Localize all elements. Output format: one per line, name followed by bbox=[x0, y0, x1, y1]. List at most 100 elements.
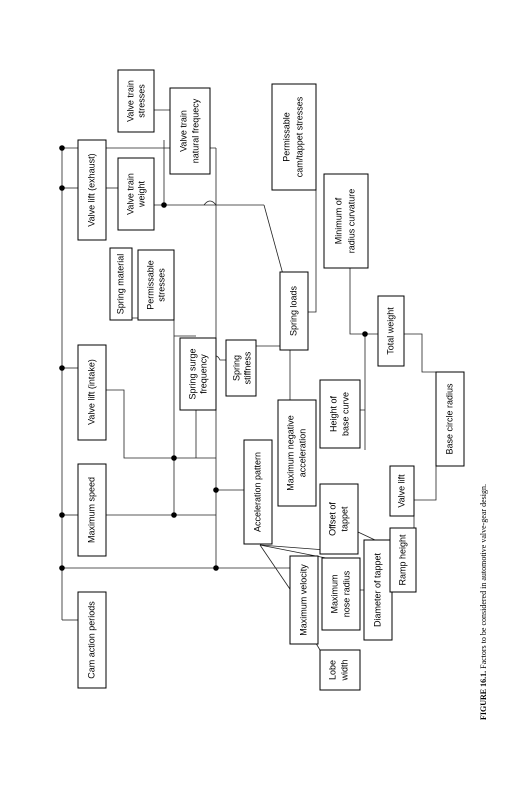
junction-dot bbox=[213, 487, 219, 493]
edge-total-weight-to-base-circle bbox=[404, 333, 436, 373]
box bbox=[279, 271, 309, 351]
junction-dot bbox=[161, 202, 167, 208]
node-valve-lift-exhaust: Valve lift (exhaust) bbox=[77, 139, 107, 241]
junction-dot bbox=[59, 145, 65, 151]
node-maximum-speed: Maximum speed bbox=[77, 463, 107, 557]
junction-dot bbox=[59, 365, 65, 371]
box bbox=[389, 527, 417, 593]
node-label: stresses bbox=[156, 268, 166, 302]
node-permissable-cam-tappet-stresses: Permissable cam/tappet stresses bbox=[271, 83, 317, 191]
node-label: base curve bbox=[340, 392, 350, 436]
box bbox=[363, 539, 393, 641]
box bbox=[169, 87, 211, 175]
junction-dot bbox=[59, 512, 65, 518]
box bbox=[323, 173, 369, 269]
node-label: Base circle radius bbox=[444, 383, 454, 455]
node-permissable-stresses: Permissable stresses bbox=[137, 249, 175, 321]
node-label: cam/tappet stresses bbox=[294, 96, 304, 177]
node-label: frequency bbox=[198, 354, 208, 394]
node-valve-lift: Valve lift bbox=[389, 465, 415, 517]
box bbox=[117, 69, 155, 133]
node-maximum-negative-acceleration: Maximum negative acceleration bbox=[277, 399, 317, 507]
box bbox=[77, 591, 107, 689]
node-valve-train-weight: Valve train weight bbox=[117, 157, 155, 231]
edge-spring-loads-to-cam-stresses bbox=[307, 190, 317, 313]
junction-dot bbox=[362, 331, 368, 337]
node-label: width bbox=[339, 659, 349, 681]
box bbox=[179, 337, 217, 411]
node-label: Offset of bbox=[327, 502, 337, 536]
node-lobe-width: Lobe width bbox=[319, 649, 361, 691]
node-maximum-nose-radius: Maximum nose radius bbox=[321, 557, 361, 631]
box bbox=[435, 371, 465, 467]
node-label: Spring surge bbox=[187, 348, 197, 399]
node-label: Valve train bbox=[125, 80, 135, 122]
node-label: Valve lift (exhaust) bbox=[86, 153, 96, 226]
box bbox=[225, 339, 257, 397]
node-label: stresses bbox=[136, 84, 146, 118]
box bbox=[117, 157, 155, 231]
node-ramp-height: Ramp height bbox=[389, 527, 417, 593]
node-label: radius curvature bbox=[346, 189, 356, 254]
junction-dot bbox=[171, 512, 177, 518]
box bbox=[77, 139, 107, 241]
node-label: Valve lift bbox=[396, 474, 406, 508]
node-label: Valve train bbox=[125, 173, 135, 215]
node-valve-train-natural-frequency: Valve train natural frequecy bbox=[169, 87, 211, 175]
node-label: Height of bbox=[328, 395, 338, 432]
box bbox=[77, 463, 107, 557]
box bbox=[377, 295, 405, 367]
caption-label: FIGURE 16.1. bbox=[479, 671, 488, 720]
box bbox=[321, 557, 361, 631]
node-label: Maximum bbox=[329, 574, 339, 613]
node-minimum-radius-curvature: Minimum of radius curvature bbox=[323, 173, 369, 269]
node-label: Permissable bbox=[281, 112, 291, 162]
figure-caption: FIGURE 16.1. Factors to be considered in… bbox=[479, 484, 488, 720]
node-spring-stiffness: Spring stiffness bbox=[225, 339, 257, 397]
box bbox=[319, 649, 361, 691]
node-label: natural frequecy bbox=[190, 98, 200, 163]
node-total-weight: Total weight bbox=[377, 295, 405, 367]
box bbox=[289, 555, 319, 645]
caption-body: Factors to be considered in automotive v… bbox=[479, 484, 488, 669]
edge-radius-to-total-weight bbox=[349, 268, 378, 335]
node-maximum-velocity: Maximum velocity bbox=[289, 555, 319, 645]
edge-valve-lift-to-base-circle bbox=[414, 466, 437, 501]
edge-valve-lift-intake-to-trunk bbox=[106, 389, 216, 459]
node-label: stiffness bbox=[242, 351, 252, 384]
junction-dots bbox=[59, 145, 368, 571]
node-label: Maximum velocity bbox=[298, 564, 308, 636]
node-label: Acceleration pattern bbox=[252, 452, 262, 532]
node-diameter-of-tappet: Diameter of tappet bbox=[363, 539, 393, 641]
node-label: acceleration bbox=[297, 429, 307, 478]
node-height-of-base-curve: Height of base curve bbox=[319, 379, 361, 449]
box bbox=[77, 344, 107, 441]
node-label: Diameter of tappet bbox=[372, 552, 382, 627]
box bbox=[319, 379, 361, 449]
node-valve-lift-intake: Valve lift (intake) bbox=[77, 344, 107, 441]
node-label: Valve train bbox=[178, 110, 188, 152]
edge-offset-to-diameter bbox=[357, 531, 376, 541]
edge-bus-to-spring-loads bbox=[263, 204, 285, 279]
box bbox=[277, 399, 317, 507]
caption-text: FIGURE 16.1. Factors to be considered in… bbox=[479, 484, 488, 720]
node-label: Lobe bbox=[327, 660, 337, 680]
node-label: Maximum negative bbox=[285, 415, 295, 491]
node-label: Cam action periods bbox=[86, 601, 96, 679]
node-valve-train-stresses: Valve train stresses bbox=[117, 69, 155, 133]
factor-boxes: Cam action periods Maximum speed Valve l… bbox=[77, 69, 465, 691]
node-label: Spring material bbox=[115, 254, 125, 315]
node-label: Spring loads bbox=[288, 285, 298, 336]
node-base-circle-radius: Base circle radius bbox=[435, 371, 465, 467]
node-spring-surge-frequency: Spring surge frequency bbox=[179, 337, 217, 411]
node-label: tappet bbox=[339, 506, 349, 532]
box bbox=[389, 465, 415, 517]
node-offset-of-tappet: Offset of tappet bbox=[319, 483, 359, 555]
box bbox=[109, 247, 133, 321]
node-acceleration-pattern: Acceleration pattern bbox=[243, 439, 273, 545]
box bbox=[137, 249, 175, 321]
node-label: Spring bbox=[231, 355, 241, 381]
node-label: nose radius bbox=[341, 570, 351, 617]
junction-dot bbox=[171, 455, 177, 461]
box bbox=[271, 83, 317, 191]
